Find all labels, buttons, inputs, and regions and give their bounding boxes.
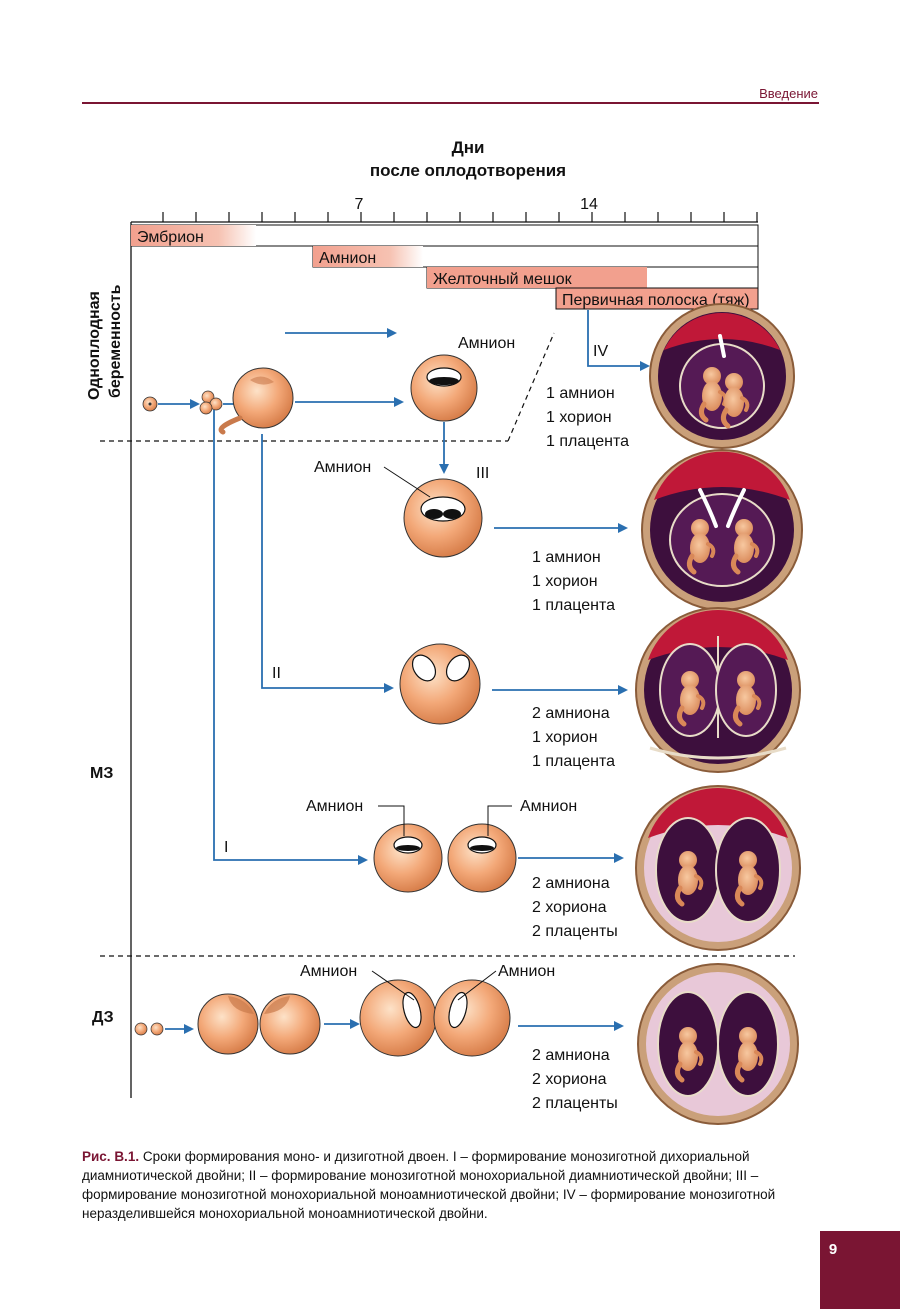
figure-caption: Рис. В.1. Сроки формирования моно- и диз…: [82, 1147, 822, 1223]
ii-line2: 1 хорион: [532, 729, 598, 746]
womb-dz: [637, 963, 799, 1125]
roman-iv: IV: [593, 343, 608, 360]
section-header: Введение: [759, 86, 818, 101]
womb-i: [635, 785, 801, 951]
header-rule: [82, 102, 819, 104]
roman-i: I: [224, 839, 228, 856]
iv-line1: 1 амнион: [546, 385, 615, 402]
page-number-box: 9: [820, 1231, 900, 1309]
dz-line2: 2 хориона: [532, 1071, 607, 1088]
stage-primitive-streak: Первичная полоска (тяж): [562, 292, 750, 309]
pathway-i: I Амнион Амнион 2 амниона 2 хориона 2 пл…: [213, 410, 801, 951]
timeline-axis: 7 14: [130, 196, 758, 1098]
i-line3: 2 плаценты: [532, 923, 618, 940]
caption-text: Сроки формирования моно- и дизиготной дв…: [82, 1149, 776, 1221]
axis-title-line2: после оплодотворения: [369, 161, 567, 180]
row-label-singleton-1: Одноплодная: [86, 291, 103, 400]
roman-iii: III: [476, 465, 489, 482]
womb-iv: [649, 303, 795, 449]
ii-line1: 2 амниона: [532, 705, 610, 722]
axis-title: Дни после оплодотворения: [300, 136, 636, 182]
figure-number: Рис. В.1.: [82, 1149, 140, 1164]
amnion-label-i-left: Амнион: [306, 798, 363, 815]
zygote-stage: [142, 367, 294, 435]
amnion-label-dz-right: Амнион: [498, 963, 555, 980]
row-label-dz: ДЗ: [92, 1009, 114, 1026]
iii-line1: 1 амнион: [532, 549, 601, 566]
stage-bars: Эмбрион Амнион Желточный мешок Первичная…: [130, 224, 759, 310]
amnion-label-iv: Амнион: [458, 335, 515, 352]
amnion-label-iii: Амнион: [314, 459, 371, 476]
stage-yolk-sac: Желточный мешок: [433, 271, 573, 288]
pathway-ii: II 2 амниона 1 хорион 1 плацента: [261, 434, 801, 773]
row-label-mz: МЗ: [90, 765, 113, 782]
pathway-dz: Амнион Амнион 2 амниона 2 хориона 2 плац…: [134, 963, 799, 1125]
roman-ii: II: [272, 665, 281, 682]
iv-line2: 1 хорион: [546, 409, 612, 426]
page-number: 9: [828, 1241, 838, 1258]
iii-line3: 1 плацента: [532, 597, 615, 614]
womb-ii: [635, 607, 801, 773]
pathway-iv: Амнион IV 1 амнион 1 хорион 1 плацента: [410, 303, 795, 450]
amnion-label-i-right: Амнион: [520, 798, 577, 815]
dz-line1: 2 амниона: [532, 1047, 610, 1064]
ii-line3: 1 плацента: [532, 753, 615, 770]
iv-line3: 1 плацента: [546, 433, 629, 450]
stage-embryo: Эмбрион: [137, 229, 204, 246]
i-line2: 2 хориона: [532, 899, 607, 916]
i-line1: 2 амниона: [532, 875, 610, 892]
tick-label-14: 14: [580, 196, 598, 213]
iii-line2: 1 хорион: [532, 573, 598, 590]
separator-diagonal: [507, 332, 555, 442]
amnion-label-dz-left: Амнион: [300, 963, 357, 980]
dz-line3: 2 плаценты: [532, 1095, 618, 1112]
womb-iii: [641, 449, 803, 611]
stage-amnion: Амнион: [319, 250, 376, 267]
axis-title-line1: Дни: [451, 138, 485, 157]
tick-label-7: 7: [355, 196, 364, 213]
pathway-iii: III Амнион 1 амнион 1 хорион 1 плацента: [314, 422, 803, 614]
row-label-singleton-2: беременность: [107, 284, 124, 398]
